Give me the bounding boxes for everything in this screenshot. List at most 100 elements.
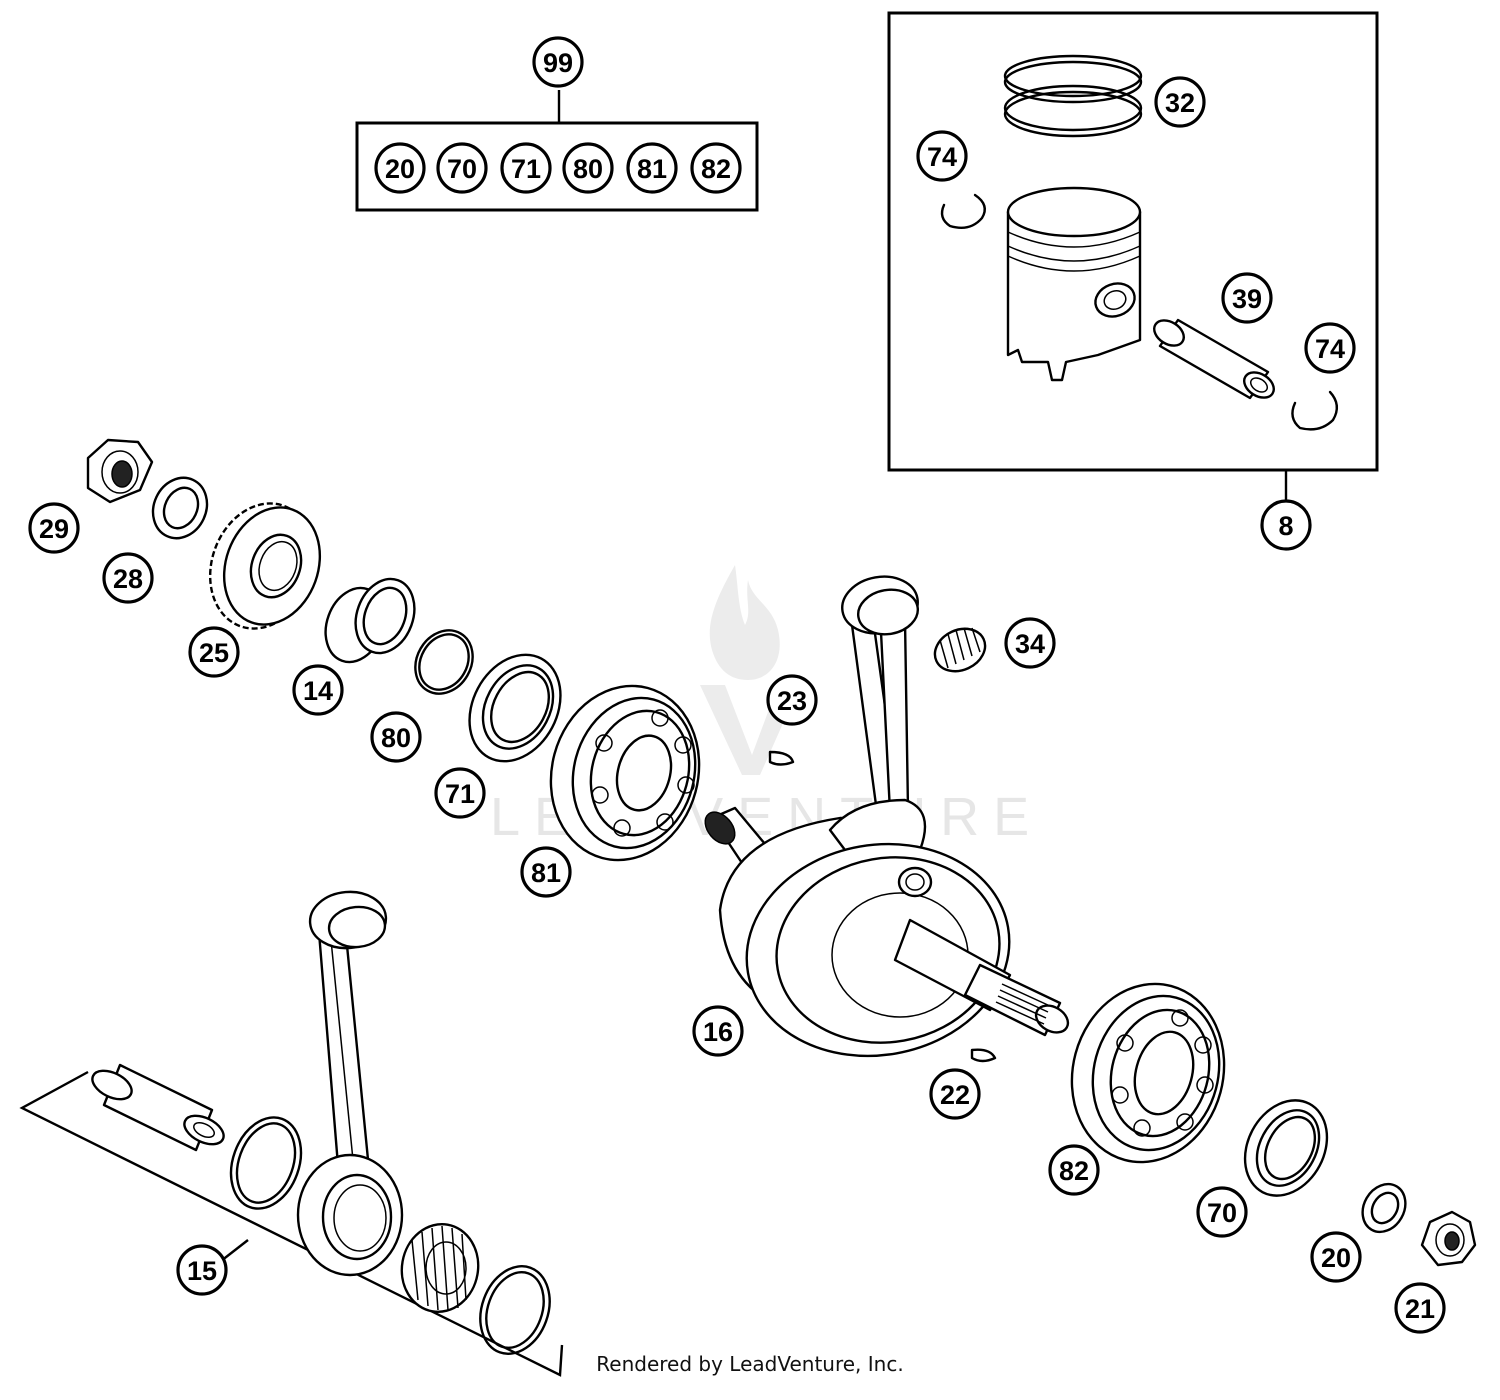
- callout-needle-bearing-small-end: 34: [1004, 617, 1056, 669]
- callout-shaft-seal-right: 70: [1196, 1186, 1248, 1238]
- callout-piston-pin-circlip-left: 74: [916, 130, 968, 182]
- callout-kit: 99: [532, 36, 584, 88]
- callout-nut-right: 21: [1394, 1282, 1446, 1334]
- callout-washer-label: 20: [1321, 1243, 1351, 1273]
- o-ring-drawing: [414, 629, 474, 695]
- callout-kit-item-80-circle: [562, 142, 614, 194]
- callout-shaft-seal-left-circle: [434, 767, 486, 819]
- callout-piston-pin-circlip-left-label: 74: [927, 142, 957, 172]
- callout-kit-item-80-label: 80: [573, 154, 603, 184]
- callout-woodruff-key-right-circle: [929, 1068, 981, 1120]
- piston-drawing: [1006, 186, 1142, 382]
- woodruff-key-right-drawing: [970, 1048, 997, 1063]
- callout-o-ring-label: 80: [381, 723, 411, 753]
- callout-piston-pin-circlip-right-label: 74: [1315, 334, 1345, 364]
- callout-conrod-group-label: 15: [187, 1256, 217, 1286]
- conrod-bracket-line: [19, 1070, 564, 1377]
- callout-piston-pin-circle: [1221, 272, 1273, 324]
- circlip-left-drawing: [940, 193, 986, 229]
- callout-shaft-seal-left-label: 71: [445, 779, 475, 809]
- crank-conrod-drawing: [828, 575, 927, 872]
- lock-washer-drawing: [151, 476, 209, 540]
- callout-primary-gear-circle: [188, 626, 240, 678]
- conrod-assembly-group: [19, 890, 564, 1377]
- callout-needle-bearing-small-end-label: 34: [1015, 629, 1045, 659]
- callout-kit-item-20-circle: [374, 142, 426, 194]
- callout-primary-gear: 25: [188, 626, 240, 678]
- callout-kit-item-20-label: 20: [385, 154, 415, 184]
- callout-ball-bearing-right-circle: [1048, 1144, 1100, 1196]
- right-shaft-parts: [1070, 982, 1477, 1267]
- callout-kit-item-80: 80: [562, 142, 614, 194]
- callout-piston-pin-label: 39: [1232, 284, 1262, 314]
- nut-drawing: [86, 438, 154, 504]
- callout-washer: 20: [1310, 1231, 1362, 1283]
- callout-needle-bearing-small-end-circle: [1004, 617, 1056, 669]
- callout-piston-pin: 39: [1221, 272, 1273, 324]
- needle-bearing-big-end-drawing: [400, 1222, 480, 1314]
- callout-ball-bearing-left-label: 81: [531, 858, 561, 888]
- callout-kit-item-20: 20: [374, 142, 426, 194]
- callout-kit-item-71-circle: [500, 142, 552, 194]
- thrust-washer-left-drawing: [229, 1116, 303, 1210]
- callout-crankshaft-assembly-label: 16: [703, 1017, 733, 1047]
- callout-lock-washer-circle: [102, 552, 154, 604]
- callout-lock-washer-label: 28: [113, 564, 143, 594]
- crank-pin-drawing: [91, 1063, 225, 1152]
- callout-kit-item-81-label: 81: [637, 154, 667, 184]
- callout-kit-item-81-circle: [626, 142, 678, 194]
- shaft-seal-left-drawing: [468, 653, 562, 763]
- crankshaft-drawing: [704, 575, 1070, 1058]
- ball-bearing-right-drawing: [1070, 982, 1226, 1164]
- callout-kit-circle: [532, 36, 584, 88]
- nut-right-drawing: [1420, 1210, 1477, 1267]
- callout-piston-group-circle: [1260, 499, 1312, 551]
- callout-piston-pin-circlip-right: 74: [1304, 322, 1356, 374]
- spacer-sleeve-drawing: [324, 577, 416, 664]
- footer-credit: Rendered by LeadVenture, Inc.: [596, 1352, 904, 1376]
- circlip-right-drawing: [1291, 390, 1338, 431]
- callout-spacer-sleeve-label: 14: [303, 676, 333, 706]
- callout-nut: 29: [28, 502, 80, 554]
- callout-kit-label: 99: [543, 48, 573, 78]
- bearing-seal-kit-group: [355, 90, 759, 212]
- thrust-washer-right-drawing: [479, 1265, 551, 1355]
- washer-drawing: [1361, 1182, 1407, 1234]
- callout-primary-gear-label: 25: [199, 638, 229, 668]
- callout-ball-bearing-right: 82: [1048, 1144, 1100, 1196]
- callout-nut-circle: [28, 502, 80, 554]
- callout-piston-group-label: 8: [1278, 511, 1293, 541]
- callout-piston-rings: 32: [1154, 76, 1206, 128]
- callout-piston-pin-circlip-left-circle: [916, 130, 968, 182]
- callout-woodruff-key-left-label: 23: [777, 686, 807, 716]
- callout-kit-item-70-label: 70: [447, 154, 477, 184]
- callout-piston-rings-circle: [1154, 76, 1206, 128]
- callout-kit-item-70-circle: [436, 142, 488, 194]
- kit-box: [355, 121, 759, 212]
- callout-piston-pin-circlip-right-circle: [1304, 322, 1356, 374]
- callout-crankshaft-assembly: 16: [692, 1005, 744, 1057]
- callout-washer-circle: [1310, 1231, 1362, 1283]
- callout-shaft-seal-right-circle: [1196, 1186, 1248, 1238]
- callout-shaft-seal-right-label: 70: [1207, 1198, 1237, 1228]
- connecting-rod-drawing: [296, 890, 404, 1277]
- callout-kit-item-82-circle: [690, 142, 742, 194]
- ball-bearing-left-drawing: [549, 684, 701, 862]
- callout-woodruff-key-right-label: 22: [940, 1080, 970, 1110]
- callout-o-ring: 80: [370, 711, 422, 763]
- left-shaft-parts: [86, 438, 795, 862]
- callout-conrod-group-circle: [176, 1244, 228, 1296]
- shaft-seal-right-drawing: [1243, 1099, 1329, 1197]
- callout-nut-right-circle: [1394, 1282, 1446, 1334]
- callout-lock-washer: 28: [102, 552, 154, 604]
- callout-woodruff-key-left-circle: [766, 674, 818, 726]
- callouts-layer: 99 20 70 71 80 81 82 8 15 32 74 39 74 29 28 25 14 80 71 81 2…: [28, 36, 1446, 1334]
- callout-kit-item-70: 70: [436, 142, 488, 194]
- callout-kit-item-71: 71: [500, 142, 552, 194]
- callout-crankshaft-assembly-circle: [692, 1005, 744, 1057]
- callout-piston-rings-label: 32: [1165, 88, 1195, 118]
- callout-piston-group: 8: [1260, 499, 1312, 551]
- callout-spacer-sleeve: 14: [292, 664, 344, 716]
- woodruff-key-left-drawing: [768, 750, 795, 766]
